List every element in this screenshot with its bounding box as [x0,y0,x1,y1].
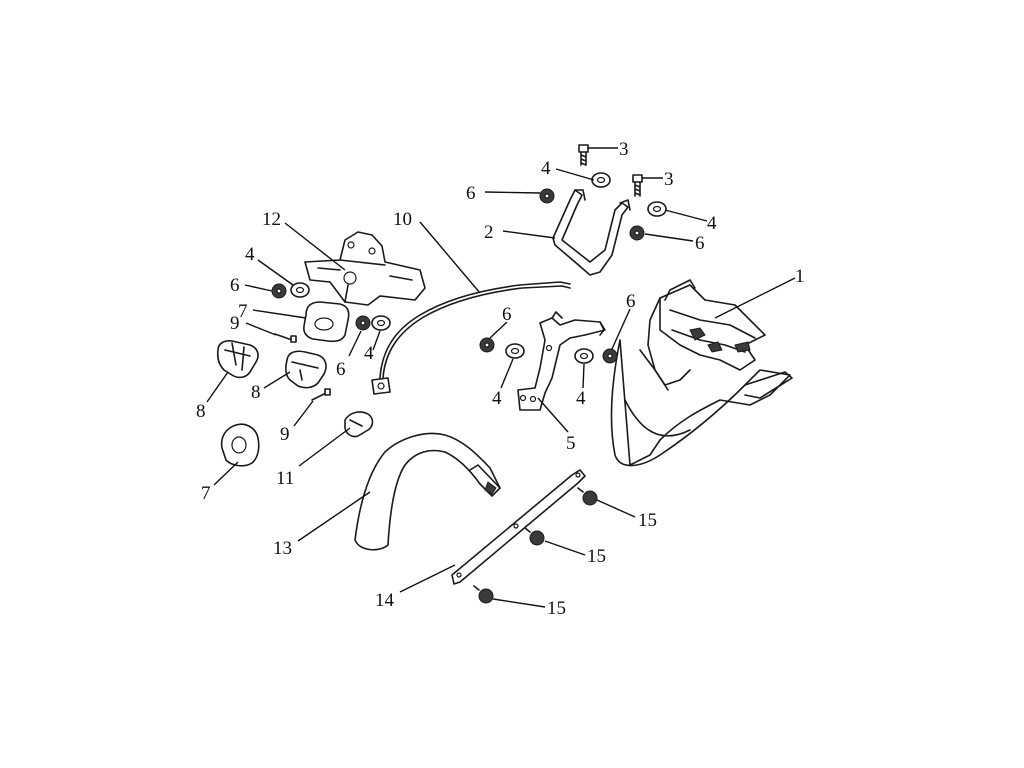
callout-8b: 8 [251,382,261,403]
washer-4-e [505,343,525,359]
callout-8a: 8 [196,401,206,422]
callout-15b: 15 [587,546,606,567]
washer-4-c [290,282,310,298]
leader-15b [544,540,586,556]
part-11-bulb [344,411,374,438]
part-9-screw-b [311,388,331,401]
callout-9a: 9 [230,313,240,334]
callout-12: 12 [262,209,281,230]
callout-10: 10 [393,209,412,230]
callout-7a: 7 [238,301,248,322]
part-12-license-bracket [304,231,426,306]
callout-4a: 4 [541,158,551,179]
part-10-cable [371,281,571,395]
washer-4-d [371,315,391,331]
leader-4a [555,168,595,181]
callout-4e: 4 [492,388,502,409]
callout-6b: 6 [695,233,705,254]
leader-13 [297,491,371,542]
part-2-bracket [552,189,631,276]
part-14-stay [451,469,586,585]
leader-4b [664,209,708,222]
part-7-lens-lower [220,423,260,467]
callout-6a: 6 [466,183,476,204]
callout-15c: 15 [547,598,566,619]
part-1-rear-fender [610,279,793,467]
nut-6-b [629,225,645,241]
leader-4d [372,330,381,351]
leader-7a [252,309,307,319]
callout-11: 11 [276,468,294,489]
nut-6-a [539,188,555,204]
callout-14: 14 [375,590,395,611]
callout-6f: 6 [626,291,636,312]
callout-4b: 4 [707,213,717,234]
part-3-bolt-a [578,144,589,166]
leader-11 [298,427,351,467]
part-9-screw-a [274,333,297,343]
leader-15c [492,598,546,608]
callout-6d: 6 [336,359,346,380]
leader-6e [489,321,508,339]
leader-4e [500,358,514,389]
callout-4c: 4 [245,244,255,265]
part-15-bolt-b [524,527,545,546]
callout-3a: 3 [619,139,629,160]
part-8-light-housing-b [284,350,327,389]
leader-12 [284,222,346,271]
leader-14 [399,564,456,593]
leader-8b [263,371,291,389]
part-5-center-bracket [517,311,606,411]
nut-6-e [479,337,495,353]
callout-6c: 6 [230,275,240,296]
leader-6a [484,191,541,194]
leader-6d [348,330,362,357]
leader-5 [537,397,569,433]
leader-6c [244,284,273,292]
washer-4-b [647,201,667,217]
leader-10 [419,221,481,294]
part-7-lens-upper [303,301,350,343]
part-15-bolt-a [577,487,598,506]
callout-4f: 4 [576,388,586,409]
leader-6f [611,308,631,350]
callout-7b: 7 [201,483,211,504]
leader-lines [206,147,796,608]
callout-5: 5 [566,433,576,454]
nut-6-c [271,283,287,299]
washer-4-a [591,172,611,188]
leader-1 [714,277,796,319]
leader-6b [644,233,694,242]
leader-9a [245,322,277,336]
part-3-bolt-b [632,174,643,197]
callout-2: 2 [484,222,494,243]
leader-8a [206,371,229,403]
callout-labels: 1 2 3 3 4 4 4 4 4 4 5 6 6 6 6 6 6 7 7 8 … [196,139,805,619]
callout-13: 13 [273,538,292,559]
callout-4d: 4 [364,343,374,364]
part-15-bolt-c [473,585,494,604]
callout-15a: 15 [638,510,657,531]
callout-1: 1 [795,266,805,287]
callout-6e: 6 [502,304,512,325]
leader-4f [582,363,585,389]
leader-7b [213,461,239,486]
leader-2 [502,230,556,239]
leader-15a [596,499,636,518]
part-13-front-fender [354,432,501,551]
leader-4c [257,259,294,286]
part-8-light-housing-a [216,340,259,379]
nut-6-d [355,315,371,331]
nut-6-f [602,348,618,364]
callout-9b: 9 [280,424,290,445]
washer-4-f [574,348,594,364]
callout-3b: 3 [664,169,674,190]
leader-9b [293,400,314,427]
